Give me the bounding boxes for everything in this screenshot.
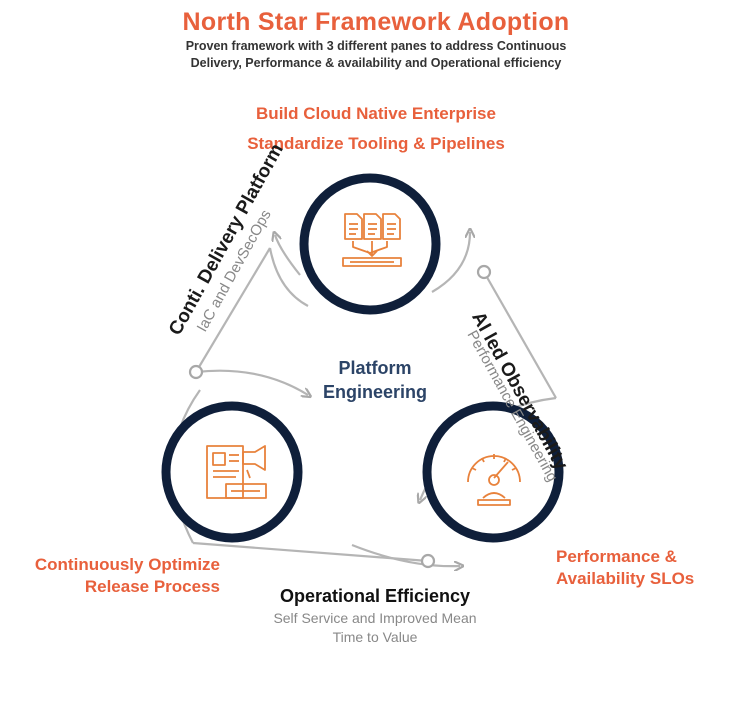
line-bottom-edge bbox=[192, 541, 429, 563]
top-heading-line-2: Standardize Tooling & Pipelines bbox=[247, 134, 505, 153]
ring-right bbox=[422, 401, 564, 543]
center-label-line-2: Engineering bbox=[322, 382, 427, 402]
arc-top-start bbox=[275, 235, 301, 276]
flow-nodes bbox=[188, 264, 492, 569]
arc-bottom-entry bbox=[351, 543, 460, 566]
bottom-subtitle-line-2: Time to Value bbox=[332, 629, 418, 645]
right-caption-line-2: Availability SLOs bbox=[556, 569, 695, 588]
right-pane-caption: Performance & Availability SLOs bbox=[556, 546, 736, 590]
line-left-edge bbox=[195, 247, 271, 373]
arc-left-entry bbox=[195, 369, 308, 395]
left-caption-line-1: Continuously Optimize bbox=[34, 555, 220, 574]
bottom-pane-title: Operational Efficiency bbox=[279, 586, 471, 606]
ring-left bbox=[161, 401, 303, 543]
node-right bbox=[476, 264, 492, 280]
arc-top-entry bbox=[268, 247, 309, 307]
right-caption-line-1: Performance & bbox=[556, 547, 677, 566]
newspaper-megaphone-icon bbox=[206, 445, 267, 499]
subtitle-line-2: Delivery, Performance & availability and… bbox=[190, 56, 562, 70]
line-right-edge bbox=[483, 271, 557, 399]
bottom-subtitle-line-1: Self Service and Improved Mean bbox=[273, 610, 477, 626]
top-heading-line-1: Build Cloud Native Enterprise bbox=[256, 104, 496, 123]
pane-rings bbox=[161, 173, 564, 543]
framework-diagram bbox=[161, 173, 564, 653]
gauge-user-icon bbox=[467, 454, 521, 506]
node-bottom bbox=[420, 553, 436, 569]
center-label: Platform Engineering bbox=[300, 356, 450, 404]
page-subtitle: Proven framework with 3 different panes … bbox=[0, 38, 752, 72]
arc-top-to-right bbox=[431, 232, 470, 293]
ring-top bbox=[299, 173, 441, 315]
left-pane-caption: Continuously Optimize Release Process bbox=[10, 554, 220, 598]
bottom-pane-subtitle: Self Service and Improved Mean Time to V… bbox=[230, 609, 520, 647]
documents-merge-icon bbox=[342, 213, 402, 267]
node-left bbox=[188, 364, 204, 380]
left-caption-line-2: Release Process bbox=[84, 577, 220, 596]
center-label-line-1: Platform bbox=[338, 358, 412, 378]
subtitle-line-1: Proven framework with 3 different panes … bbox=[185, 39, 567, 53]
page-title: North Star Framework Adoption bbox=[182, 8, 570, 36]
